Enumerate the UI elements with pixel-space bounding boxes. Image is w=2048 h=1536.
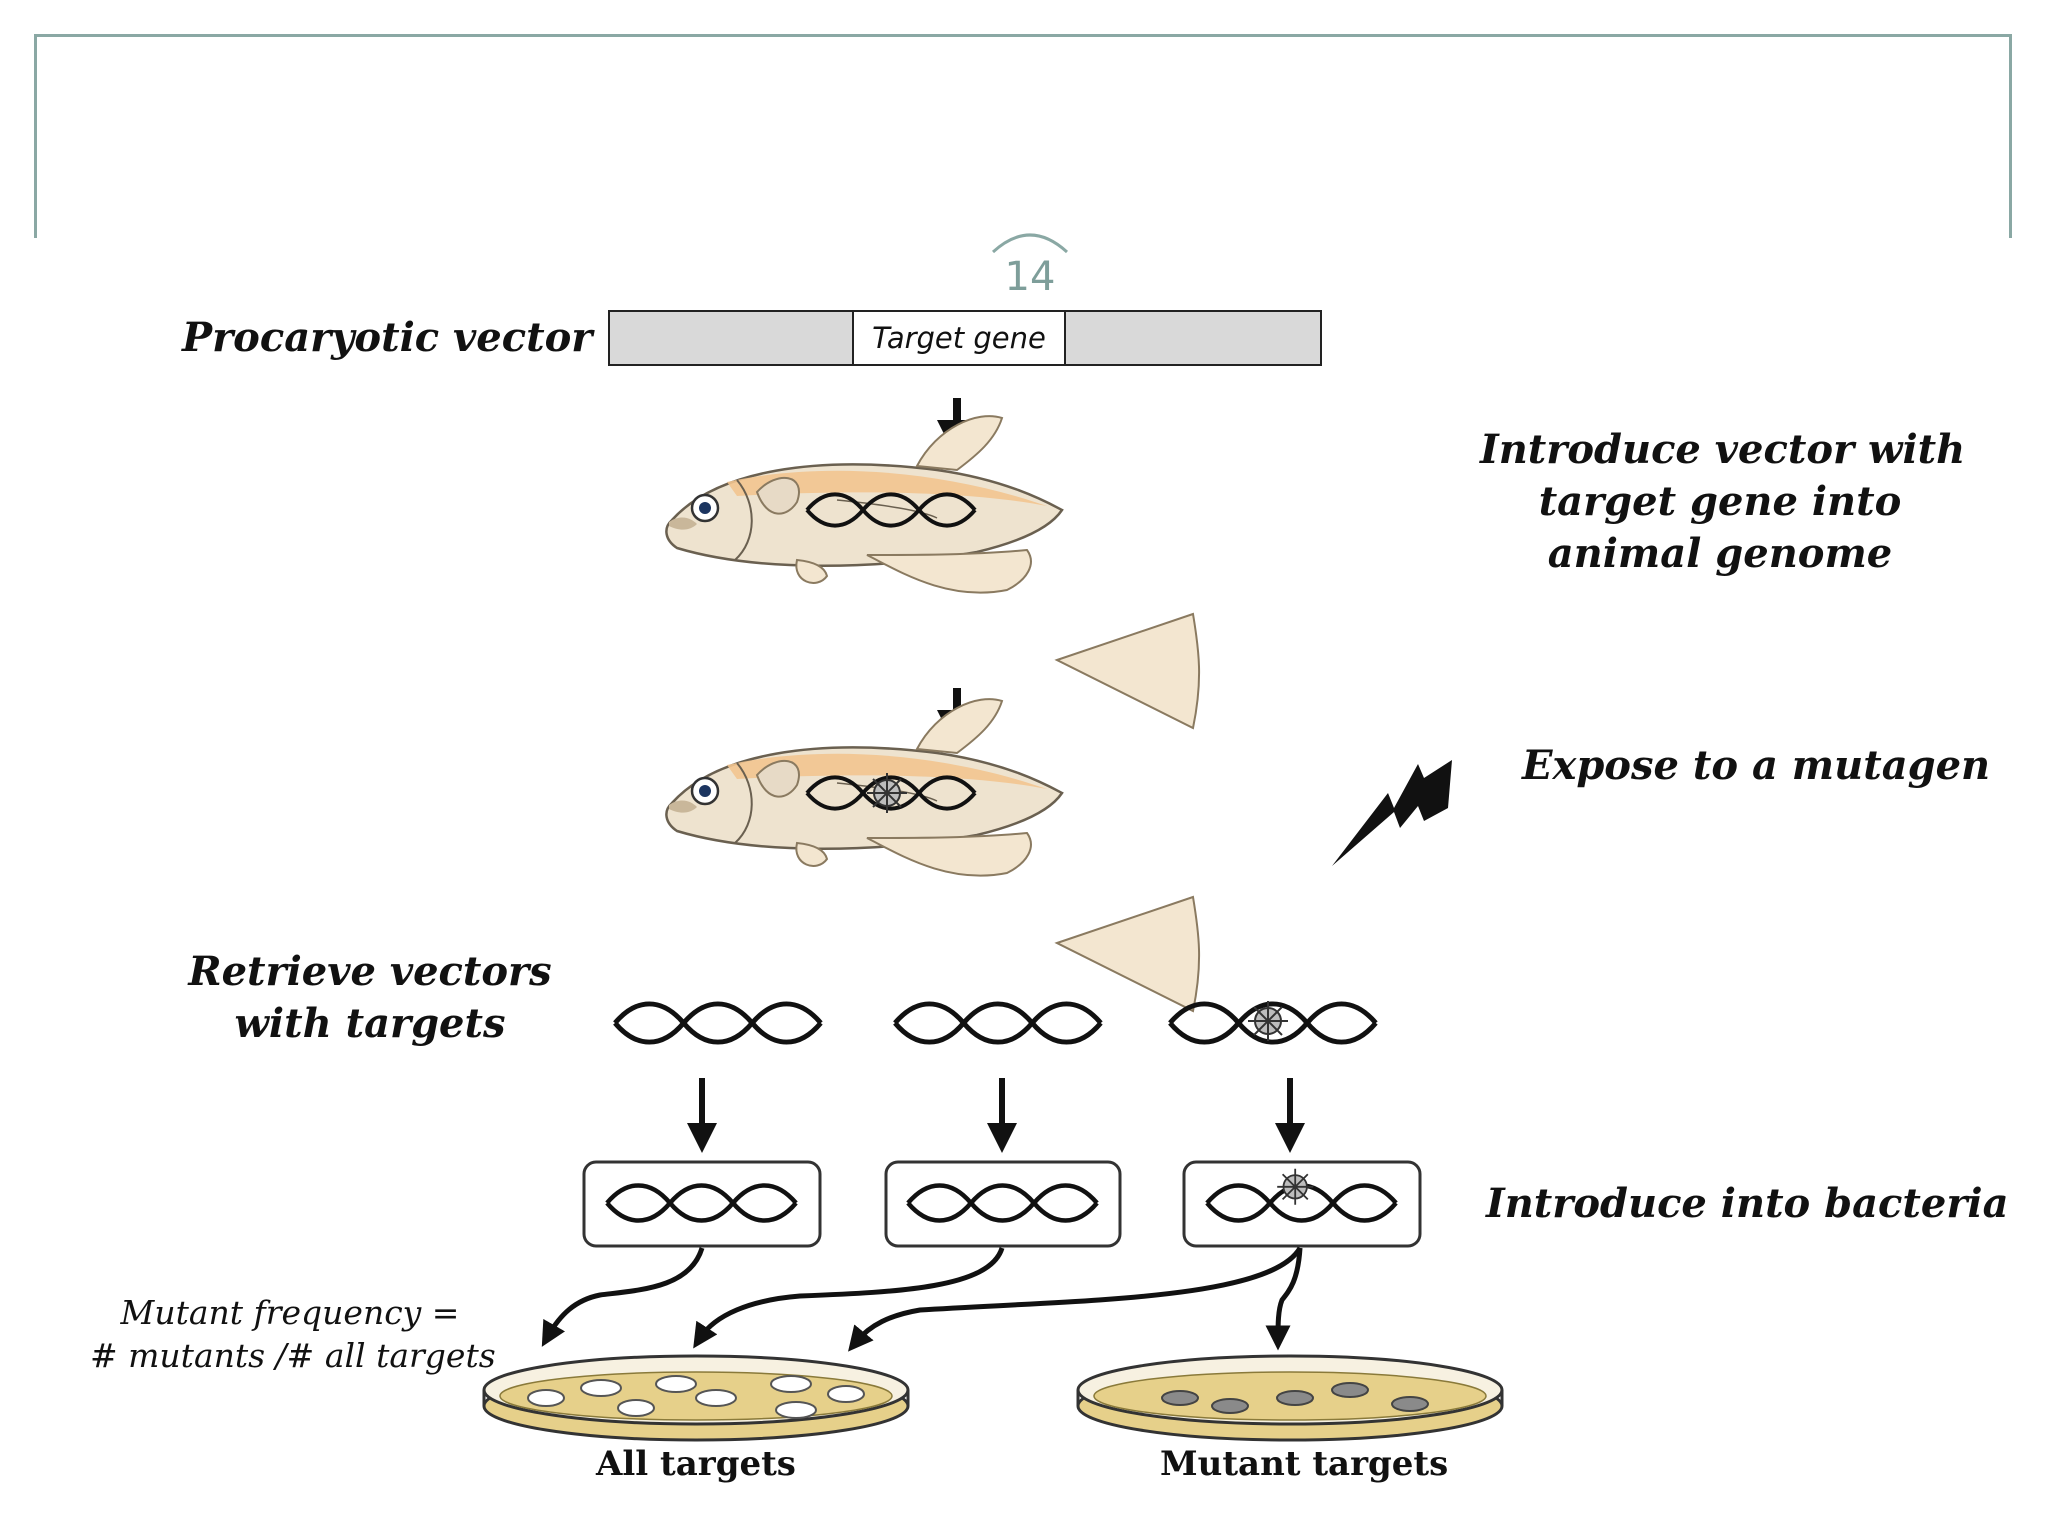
bacteria-box-1 [582,1160,822,1248]
mutation-assay-diagram: Procaryotic vector Target gene [0,240,2048,1536]
plating-arrow [693,1247,1005,1349]
step-expose-label: Expose to a mutagen [1522,742,1991,789]
plating-arrow [848,1246,1303,1352]
page-number: 14 [1004,254,1056,300]
mutagenized-fish [665,697,1201,1013]
all-targets-label: All targets [596,1444,796,1484]
plate-all-targets [482,1354,910,1442]
page-number-arc [991,233,1069,254]
plating-arrow [541,1247,705,1347]
target-gene-box: Target gene [852,310,1066,366]
vector-bar: Target gene [608,310,1322,366]
lightning-bolt-icon [1332,760,1452,866]
mutant-frequency-formula: Mutant frequency = # mutants /# all targ… [90,1293,496,1375]
retrieved-vector-1 [615,1004,821,1042]
retrieved-vector-mutant [1170,1000,1376,1042]
bacteria-box-3 [1182,1160,1422,1248]
plate-mutant-targets [1076,1354,1504,1442]
procaryotic-vector-label: Procaryotic vector [182,314,593,361]
step-retrieve-label: Retrieve vectors with targets [188,948,552,1047]
plating-arrow [1265,1247,1303,1351]
mutant-targets-label: Mutant targets [1160,1444,1449,1484]
step-introduce-label: Introduce vector with target gene into a… [1480,426,1966,577]
retrieved-vector-2 [895,1004,1101,1042]
slide-frame [34,34,2012,238]
bacteria-box-2 [884,1160,1122,1248]
diagram-artwork [482,398,1504,1442]
transgenic-fish [665,414,1201,730]
step-bacteria-label: Introduce into bacteria [1486,1180,2009,1227]
